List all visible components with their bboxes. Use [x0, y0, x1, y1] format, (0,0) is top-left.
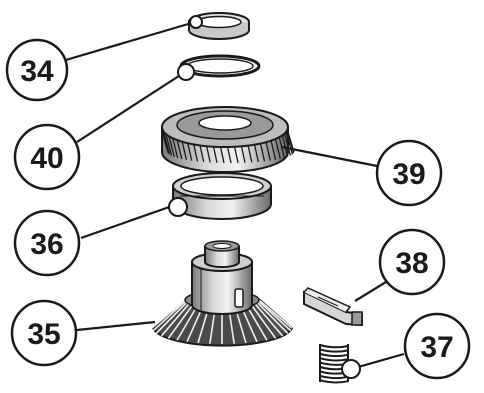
spring-coil	[319, 352, 349, 358]
callout-35: 35	[10, 299, 78, 367]
callout-34: 34	[5, 38, 69, 102]
leader-36	[80, 203, 176, 240]
spring-coil	[319, 344, 349, 349]
part-34-ring	[188, 12, 250, 40]
leader-end-36	[168, 197, 188, 217]
part-38-key	[303, 287, 363, 327]
callout-40-label: 40	[30, 142, 63, 175]
callout-40: 40	[13, 123, 81, 191]
bevel-tooth	[249, 303, 277, 339]
gear-tooth	[162, 132, 171, 155]
leader-39	[281, 145, 378, 168]
part-35-bevel-gear-shaft	[151, 240, 294, 347]
gear-tooth	[164, 132, 173, 156]
callout-35-label: 35	[27, 318, 60, 351]
spring-coil	[319, 379, 349, 384]
bevel-tooth	[151, 299, 186, 329]
callout-38: 38	[378, 228, 446, 296]
bevel-tooth	[245, 303, 268, 341]
callout-36-label: 36	[30, 228, 63, 261]
callout-37-label: 37	[420, 331, 453, 364]
bevel-tooth	[176, 303, 199, 341]
bevel-tooth	[152, 300, 187, 332]
part-36-bearing	[172, 172, 272, 220]
bevel-tooth	[253, 302, 284, 337]
spring-coil	[319, 357, 349, 362]
bevel-tooth	[160, 302, 191, 337]
spring-coil	[319, 348, 349, 353]
callout-39-label: 39	[392, 158, 425, 191]
callout-38-label: 38	[395, 247, 428, 280]
leader-end-40	[177, 63, 195, 81]
callout-39: 39	[375, 139, 443, 207]
callout-34-label: 34	[20, 55, 54, 88]
leader-34	[58, 20, 196, 64]
callout-37: 37	[403, 312, 471, 380]
gear-tooth	[281, 133, 289, 157]
bevel-tooth	[167, 303, 195, 339]
part-39-gear	[161, 106, 295, 173]
gear-tooth	[283, 132, 292, 156]
bevel-tooth	[257, 300, 292, 332]
gear-tooth	[285, 132, 294, 155]
leader-35	[76, 320, 156, 332]
leader-end-34	[189, 15, 203, 29]
leader-40	[76, 71, 186, 143]
gear-tooth	[161, 132, 170, 154]
leader-end-37	[341, 359, 361, 379]
bevel-tooth	[258, 299, 293, 329]
bevel-tooth	[256, 301, 289, 335]
callout-36: 36	[13, 209, 81, 277]
leader-38	[354, 281, 387, 302]
bevel-tooth	[155, 301, 188, 335]
